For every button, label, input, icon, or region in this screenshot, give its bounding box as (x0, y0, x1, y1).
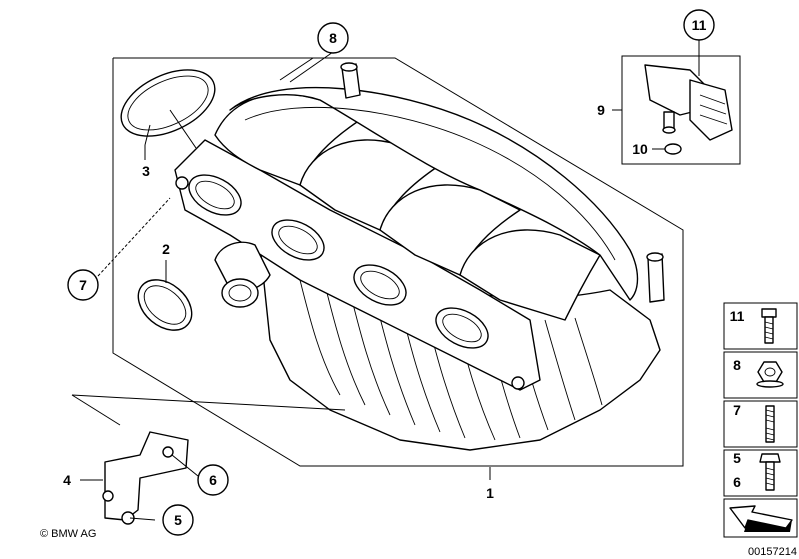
callout-8: 8 (317, 22, 349, 54)
legend-box-5-6 (723, 449, 798, 497)
svg-text:7: 7 (733, 402, 741, 418)
label-9: 9 (597, 102, 605, 118)
label-4: 4 (63, 472, 71, 488)
label-2: 2 (162, 241, 170, 257)
bracket-4 (102, 431, 189, 525)
svg-text:8: 8 (733, 357, 741, 373)
gasket-2 (137, 279, 193, 331)
label-1: 1 (486, 485, 494, 501)
svg-text:11: 11 (692, 17, 707, 33)
svg-text:5: 5 (733, 450, 741, 466)
intake-manifold (174, 62, 665, 451)
svg-text:7: 7 (79, 277, 87, 293)
label-10: 10 (632, 141, 648, 157)
diagram-number: 00157214 (748, 546, 797, 558)
svg-text:11: 11 (730, 308, 745, 324)
callout-5: 5 (162, 504, 194, 536)
copyright: © BMW AG (40, 528, 96, 540)
o-ring-10 (664, 143, 682, 155)
callout-6: 6 (197, 464, 229, 496)
bolt-icon (759, 453, 781, 491)
pressure-sensor (644, 64, 733, 141)
legend-box-8 (723, 351, 798, 399)
svg-text:6: 6 (209, 472, 217, 488)
svg-text:8: 8 (329, 30, 337, 46)
legend-box-7 (723, 400, 798, 448)
leader-lines (71, 38, 700, 521)
manifold-frame (112, 57, 684, 467)
svg-text:5: 5 (174, 512, 182, 528)
gasket-3 (120, 69, 216, 137)
stud-icon (765, 405, 775, 443)
label-3: 3 (142, 163, 150, 179)
legend-box-11 (723, 302, 798, 350)
legend-box-arrow (723, 498, 798, 538)
legend: 11 8 7 5 6 (723, 302, 798, 538)
callout-7: 7 (67, 269, 99, 301)
hex-nut-icon (756, 361, 784, 388)
bolt-icon (761, 308, 777, 344)
svg-text:6: 6 (733, 474, 741, 490)
callout-11: 11 (683, 9, 715, 41)
arrow-icon (729, 505, 793, 532)
